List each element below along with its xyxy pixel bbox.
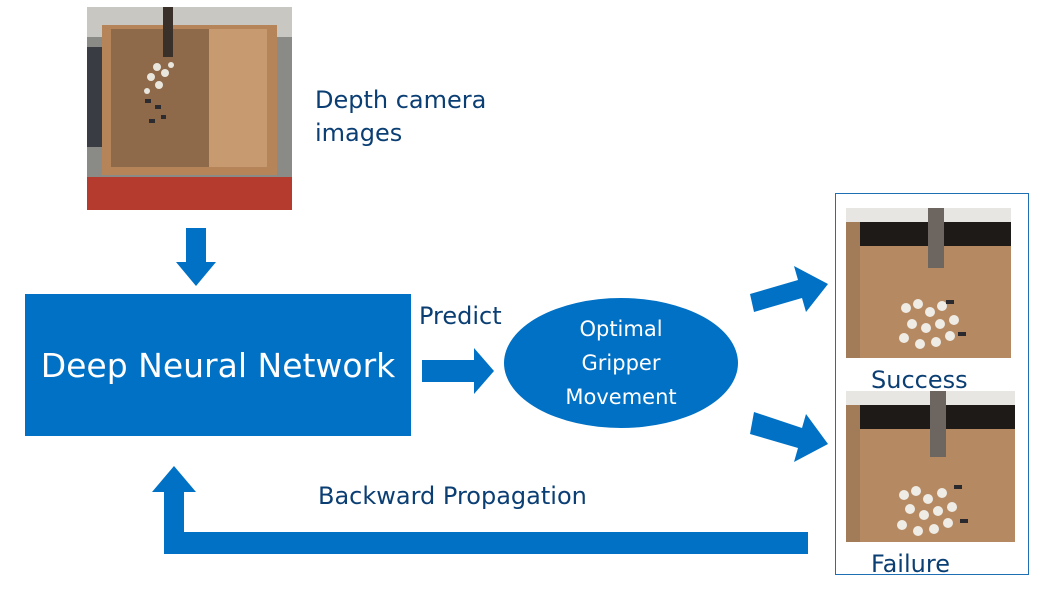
down-arrow bbox=[176, 228, 216, 286]
ellipse-line: Movement bbox=[565, 385, 677, 409]
depth-camera-image bbox=[87, 7, 292, 210]
predict-arrow bbox=[422, 348, 494, 394]
backward-propagation-arrow bbox=[152, 466, 808, 554]
results-frame bbox=[835, 193, 1029, 575]
failure-arrow bbox=[750, 412, 828, 462]
failure-image bbox=[846, 391, 1015, 542]
ellipse-line: Gripper bbox=[581, 351, 661, 375]
depth-camera-caption: Depth camera images bbox=[315, 84, 486, 150]
caption-line: images bbox=[315, 119, 403, 147]
caption-line: Depth camera bbox=[315, 86, 487, 114]
deep-neural-network-box: Deep Neural Network bbox=[25, 294, 411, 436]
failure-label: Failure bbox=[871, 550, 950, 578]
optimal-gripper-movement-ellipse: Optimal Gripper Movement bbox=[504, 298, 738, 428]
success-label: Success bbox=[871, 366, 968, 394]
ellipse-line: Optimal bbox=[579, 317, 663, 341]
success-arrow bbox=[750, 266, 828, 312]
backward-propagation-label: Backward Propagation bbox=[318, 482, 587, 510]
predict-label: Predict bbox=[419, 302, 502, 330]
deep-neural-network-label: Deep Neural Network bbox=[40, 345, 396, 385]
success-image bbox=[846, 208, 1011, 358]
